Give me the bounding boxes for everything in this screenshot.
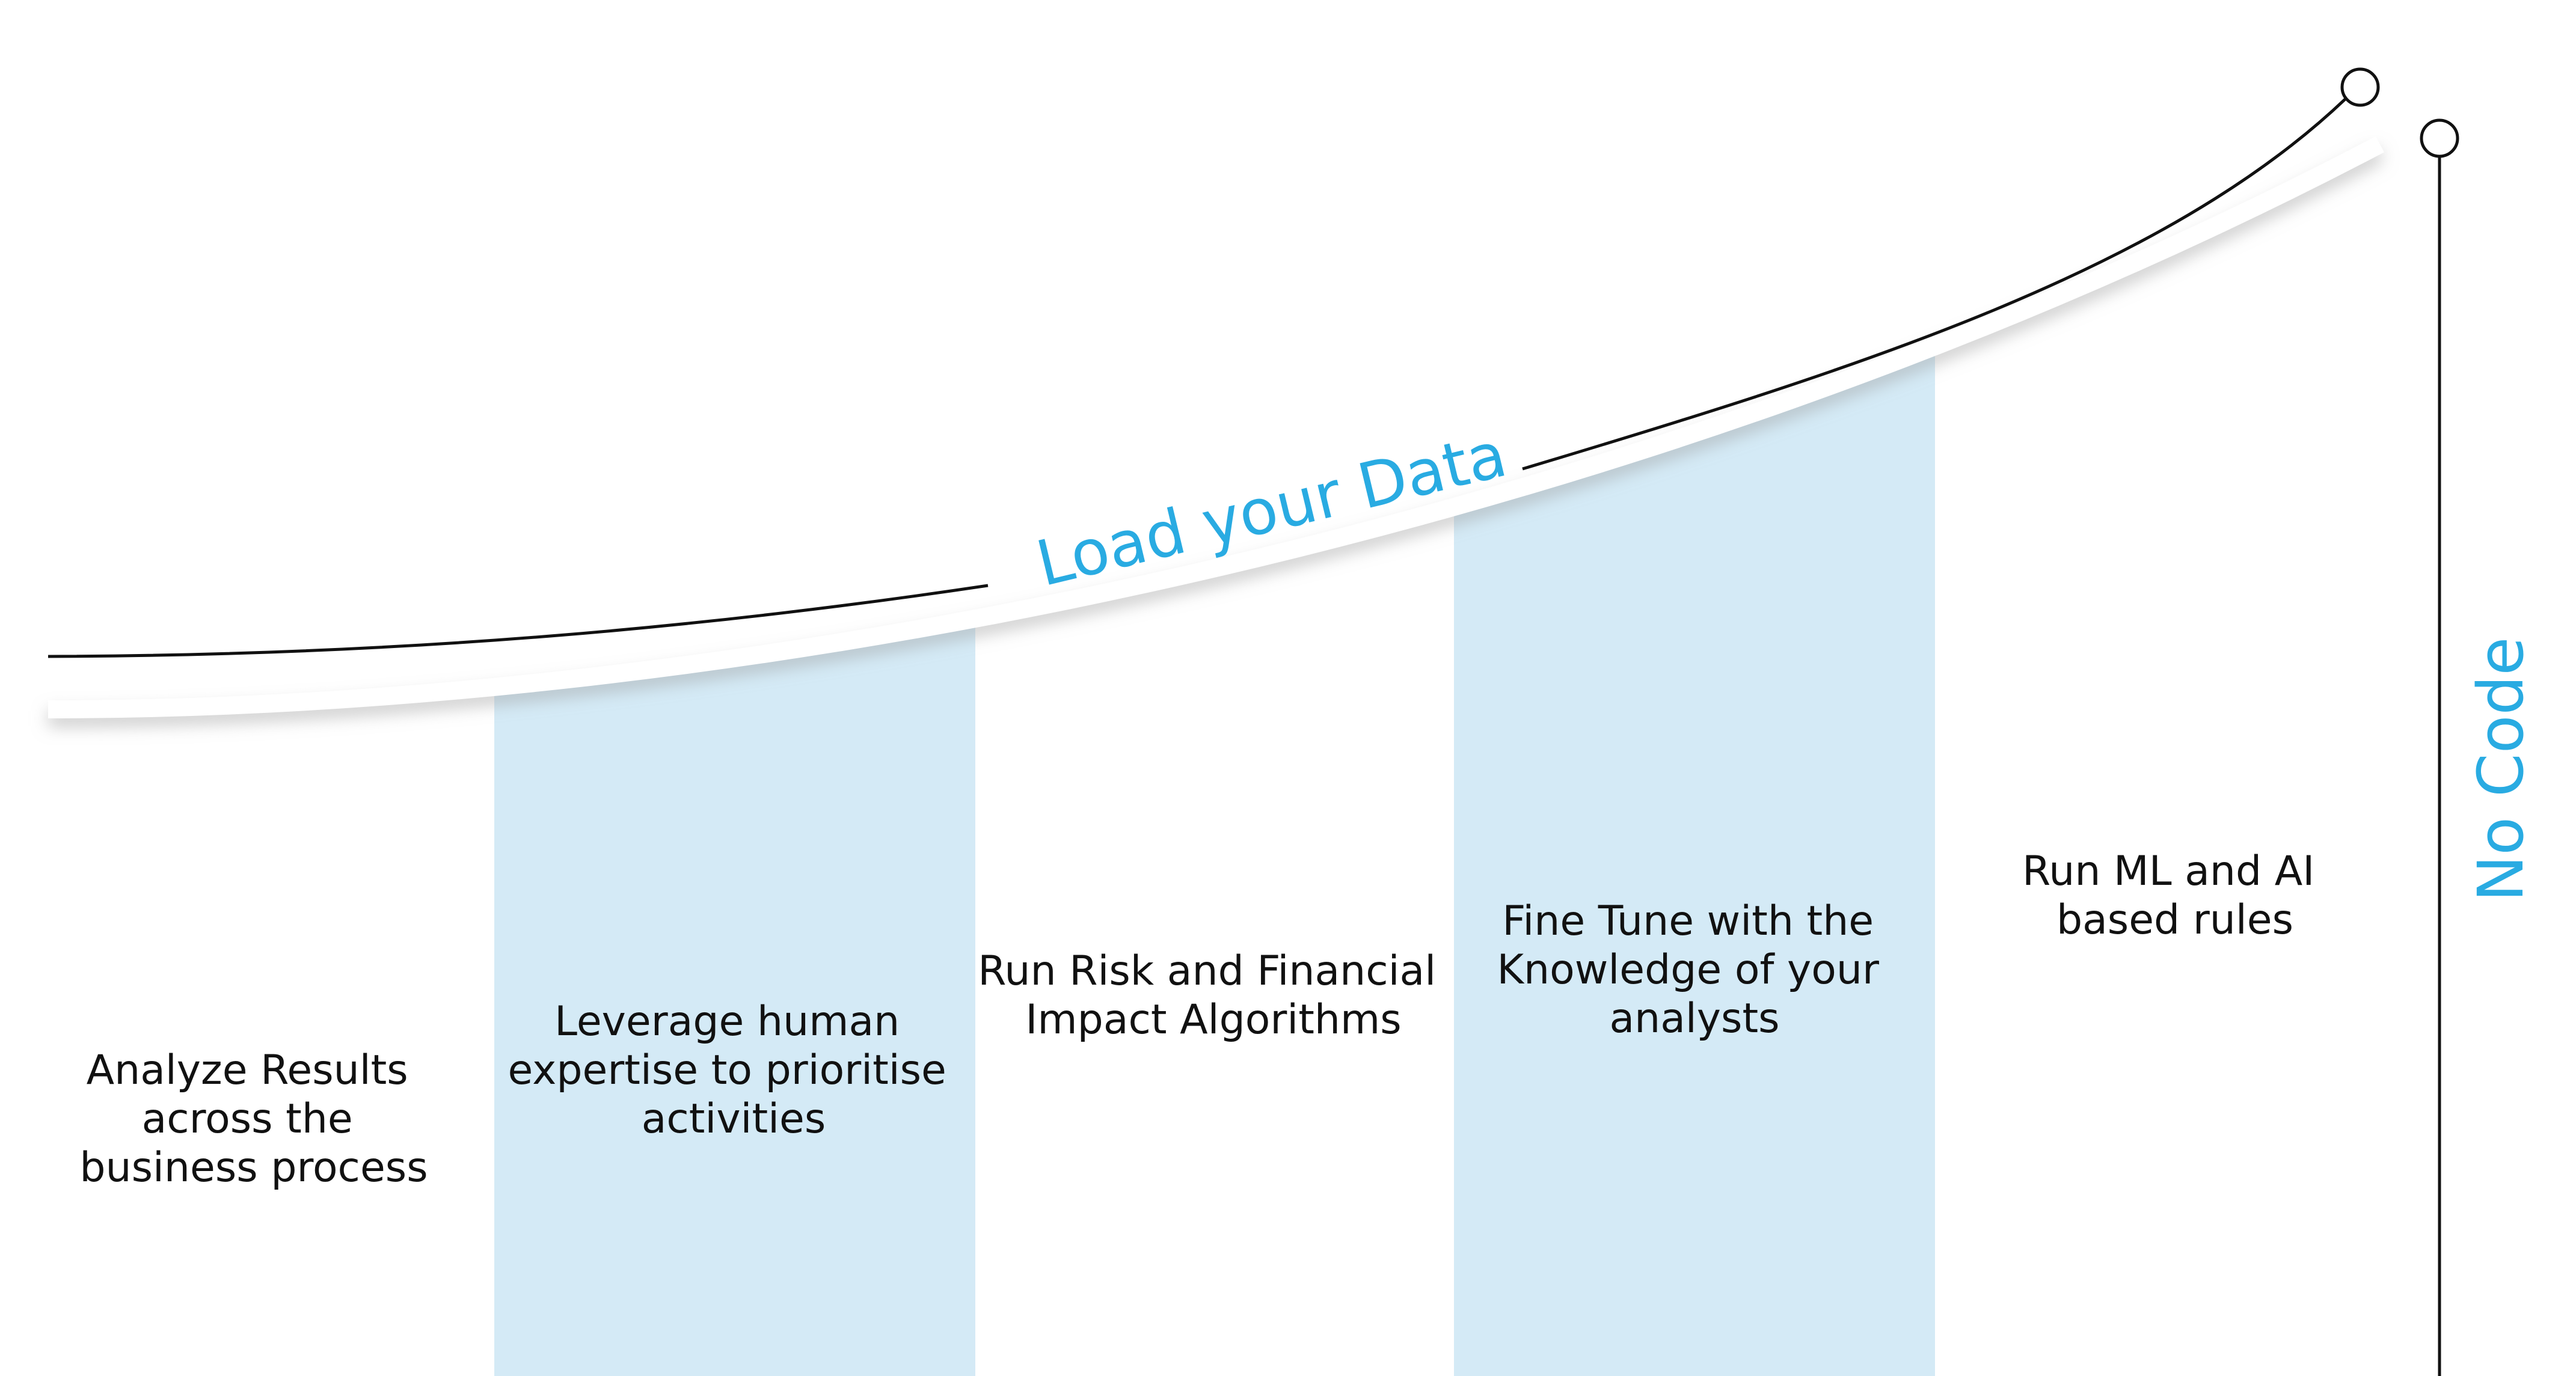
no-code-axis-marker bbox=[2420, 118, 2459, 158]
no-code-axis-label-text: No Code bbox=[2464, 637, 2538, 902]
step-label-1-line: business process bbox=[79, 1144, 428, 1191]
growth-curve-right bbox=[1522, 98, 2346, 471]
step-label-4-line: Knowledge of your bbox=[1497, 946, 1879, 994]
step-label-3-line: Impact Algorithms bbox=[1025, 996, 1401, 1044]
step-label-2-line: activities bbox=[642, 1095, 826, 1143]
step-label-1: Analyze Results across the business proc… bbox=[79, 1047, 428, 1191]
step-label-2-line: expertise to prioritise bbox=[508, 1047, 946, 1094]
step-labels: Analyze Results across the business proc… bbox=[79, 848, 2328, 1191]
growth-curve-end-marker bbox=[2340, 67, 2380, 107]
no-code-axis-label: No Code bbox=[2464, 637, 2538, 902]
step-label-1-line: Analyze Results bbox=[87, 1047, 408, 1094]
curve-band bbox=[48, 136, 2384, 718]
step-label-5: Run ML and AI based rules bbox=[2022, 848, 2328, 944]
step-label-1-line: across the bbox=[142, 1095, 353, 1143]
step-band-2 bbox=[494, 601, 975, 1376]
step-label-3: Run Risk and Financial Impact Algorithms bbox=[978, 947, 1449, 1044]
step-label-5-line: based rules bbox=[2056, 896, 2293, 944]
step-label-4-line: analysts bbox=[1609, 995, 1779, 1042]
step-label-2: Leverage human expertise to prioritise a… bbox=[508, 998, 959, 1143]
step-label-5-line: Run ML and AI bbox=[2022, 848, 2314, 895]
step-label-2-line: Leverage human bbox=[554, 998, 900, 1045]
step-label-3-line: Run Risk and Financial bbox=[978, 947, 1436, 995]
growth-curve-left bbox=[48, 584, 989, 658]
step-label-4-line: Fine Tune with the bbox=[1502, 897, 1874, 945]
step-label-4: Fine Tune with the Knowledge of your ana… bbox=[1497, 897, 1892, 1042]
curve-mask bbox=[0, 0, 2380, 709]
